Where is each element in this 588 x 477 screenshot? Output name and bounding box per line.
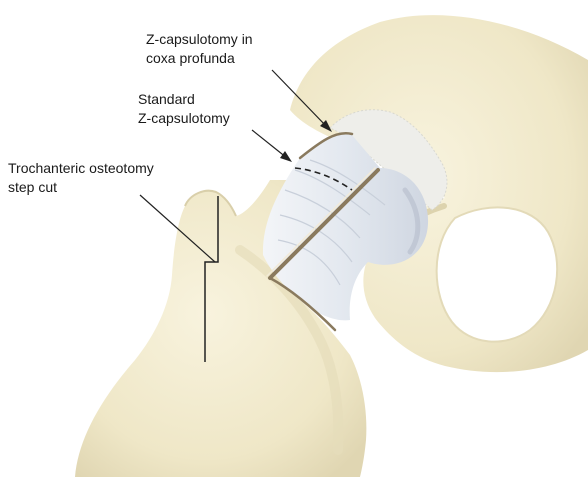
arrow-standard xyxy=(252,130,287,158)
label-standard-line2: Z-capsulotomy xyxy=(138,109,230,128)
label-standard-line1: Standard xyxy=(138,90,230,109)
label-trochanteric-osteotomy: Trochanteric osteotomy step cut xyxy=(8,159,154,197)
obturator-foramen xyxy=(437,207,558,341)
label-coxa-line2: coxa profunda xyxy=(146,49,253,68)
arrowhead-standard xyxy=(280,151,292,162)
label-standard-z-capsulotomy: Standard Z-capsulotomy xyxy=(138,90,230,128)
label-z-capsulotomy-coxa-profunda: Z-capsulotomy in coxa profunda xyxy=(146,30,253,68)
label-troch-line1: Trochanteric osteotomy xyxy=(8,159,154,178)
label-coxa-line1: Z-capsulotomy in xyxy=(146,30,253,49)
label-troch-line2: step cut xyxy=(8,178,154,197)
